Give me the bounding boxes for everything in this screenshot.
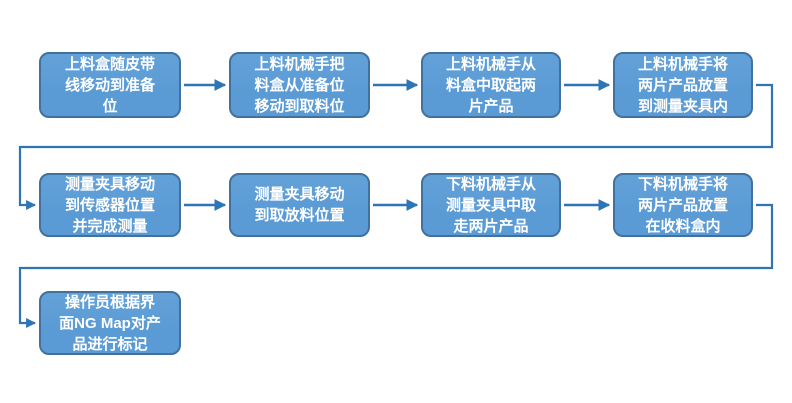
flow-step-2: 上料机械手把 料盒从准备位 移动到取料位 — [229, 52, 370, 118]
flow-step-4: 上料机械手将 两片产品放置 到测量夹具内 — [613, 52, 753, 118]
flow-step-7: 下料机械手从 测量夹具中取 走两片产品 — [421, 173, 561, 237]
flow-step-1: 上料盒随皮带 线移动到准备 位 — [39, 52, 181, 118]
flow-step-5: 测量夹具移动 到传感器位置 并完成测量 — [39, 173, 181, 237]
flow-step-6: 测量夹具移动 到取放料位置 — [229, 173, 370, 237]
flow-step-3: 上料机械手从 料盒中取起两 片产品 — [421, 52, 561, 118]
flow-step-9: 操作员根据界 面NG Map对产 品进行标记 — [39, 291, 181, 355]
flow-step-8: 下料机械手将 两片产品放置 在收料盒内 — [613, 173, 753, 237]
